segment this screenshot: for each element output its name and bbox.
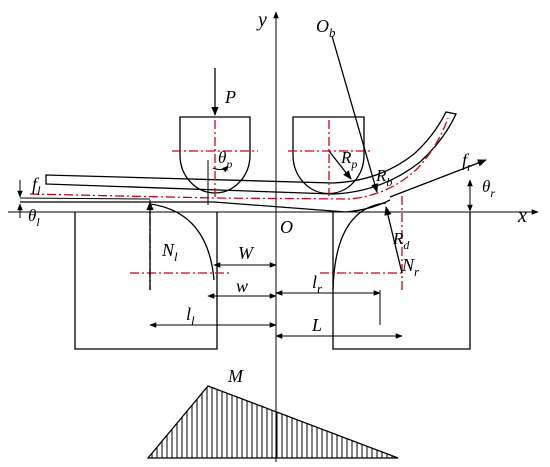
- theta-p-label: θp: [218, 148, 232, 171]
- radius-ob-label: Ob: [316, 16, 336, 40]
- friction-fr-arrow: [389, 159, 487, 198]
- moment-label: M: [227, 366, 244, 386]
- left-die-radius: [149, 203, 215, 281]
- radius-rb-label: Rb: [375, 166, 392, 189]
- origin-label: O: [280, 217, 293, 237]
- moment-diagram: [146, 385, 399, 459]
- radius-ob-line: [331, 35, 379, 193]
- dim-ll-label: ll: [186, 304, 195, 328]
- dim-lr-label: lr: [312, 272, 323, 296]
- theta-p-arc: [212, 165, 229, 173]
- centerline-workpiece: [29, 117, 449, 200]
- dim-w-label: w: [236, 276, 248, 296]
- sheet-lower-edge: [20, 199, 391, 213]
- x-axis-label: x: [517, 205, 527, 227]
- theta-l-label: θl: [28, 206, 40, 229]
- radius-rp-label: Rp: [340, 148, 357, 171]
- right-die-radius: [332, 202, 387, 291]
- sheet-lower-edge-2: [19, 197, 151, 200]
- radius-rd-line: [384, 206, 403, 274]
- force-p-label: P: [224, 87, 236, 107]
- dim-L-label: L: [311, 315, 322, 335]
- friction-fr-label: fr: [462, 150, 473, 174]
- dim-W-label: W: [238, 243, 255, 263]
- workpiece: [45, 111, 457, 195]
- normal-nl-label: Nl: [161, 240, 178, 264]
- y-axis-label: y: [256, 9, 267, 31]
- radius-rd-label: Rd: [392, 229, 410, 252]
- normal-nr-label: Nr: [401, 255, 420, 279]
- left-punch: [179, 116, 251, 194]
- radius-rp-line: [328, 150, 352, 180]
- left-die: [74, 212, 218, 350]
- friction-fl-label: fl: [32, 174, 41, 198]
- theta-r-label: θr: [482, 177, 495, 200]
